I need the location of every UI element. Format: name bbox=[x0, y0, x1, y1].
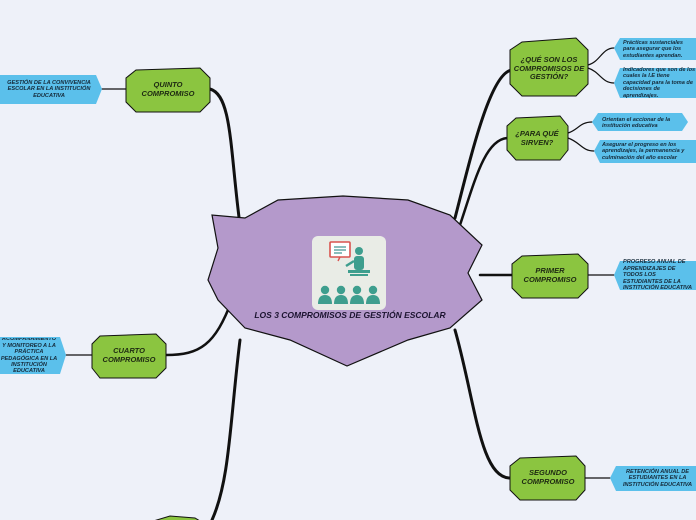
leaf-primer-1-label[interactable]: PROGRESO ANUAL DE APRENDIZAJES DE TODOS … bbox=[623, 259, 693, 292]
leaf-segundo-1-shape[interactable] bbox=[610, 466, 696, 491]
leaf-para-que-1-label[interactable]: Orientan el accionar de la institución e… bbox=[602, 116, 671, 129]
branch-nodes bbox=[91, 37, 589, 520]
central-topic-title: LOS 3 COMPROMISOS DE GESTIÓN ESCOLAR bbox=[254, 310, 446, 320]
leaf-para-que-2-label[interactable]: Asegurar el progreso en los aprendizajes… bbox=[602, 141, 685, 161]
node-cuarto-shape[interactable] bbox=[91, 333, 167, 379]
leaf-cuarto-1-shape[interactable] bbox=[0, 337, 66, 374]
node-para-que-shape[interactable] bbox=[506, 115, 569, 161]
leaf-quinto-1-shape[interactable] bbox=[0, 75, 102, 104]
leaf-que-son-2-label[interactable]: Indicadores que son de los cuales la I.E… bbox=[623, 66, 696, 99]
leaf-que-son-1-shape[interactable] bbox=[614, 38, 696, 60]
branch-para-que-label[interactable]: ¿PARA QUÉ SIRVEN? bbox=[515, 129, 559, 147]
connector-quinto bbox=[208, 87, 242, 227]
connector-leaf-3 bbox=[567, 121, 593, 134]
node-bottom-partial-shape[interactable] bbox=[150, 515, 205, 520]
node-que-son-shape[interactable] bbox=[509, 37, 589, 97]
leaf-para-que-2-shape[interactable] bbox=[594, 140, 696, 163]
classroom-teacher-icon bbox=[312, 236, 386, 310]
connector-bottom bbox=[210, 338, 242, 520]
leaf-que-son-2-shape[interactable] bbox=[614, 68, 696, 98]
branch-cuarto-label[interactable]: CUARTO COMPROMISO bbox=[102, 346, 156, 364]
leaf-que-son-1-label[interactable]: Prácticas sustanciales para asegurar que… bbox=[623, 39, 684, 59]
node-primer-shape[interactable] bbox=[511, 253, 589, 299]
branch-que-son-label[interactable]: ¿QUÉ SON LOS COMPROMISOS DE GESTIÓN? bbox=[513, 55, 585, 82]
leaf-cuarto-1-label[interactable]: ACOMPAÑAMIENTO Y MONITOREO A LA PRÁCTICA… bbox=[0, 338, 58, 373]
leaf-primer-1-shape[interactable] bbox=[614, 261, 696, 290]
branch-primer-label[interactable]: PRIMER COMPROMISO bbox=[523, 266, 577, 284]
connector-que-son bbox=[453, 68, 514, 220]
connector-leaf-2 bbox=[587, 67, 615, 84]
connector-segundo bbox=[453, 328, 512, 480]
connector-leaf-1 bbox=[587, 47, 615, 66]
connector-para-que bbox=[458, 136, 509, 227]
leaf-quinto-1-label[interactable]: GESTIÓN DE LA CONVIVENCIA ESCOLAR EN LA … bbox=[7, 79, 91, 99]
node-segundo-shape[interactable] bbox=[509, 455, 586, 501]
branch-quinto-label[interactable]: QUINTO COMPROMISO bbox=[141, 80, 195, 98]
branch-segundo-label[interactable]: SEGUNDO COMPROMISO bbox=[521, 468, 575, 486]
connectors bbox=[65, 47, 615, 520]
leaf-nodes bbox=[0, 38, 696, 491]
leaf-para-que-1-shape[interactable] bbox=[592, 113, 688, 131]
connector-cuarto bbox=[164, 298, 234, 357]
node-quinto-shape[interactable] bbox=[125, 67, 211, 113]
leaf-segundo-1-label[interactable]: RETENCIÓN ANUAL DE ESTUDIANTES EN LA INS… bbox=[622, 468, 693, 488]
connector-leaf-4 bbox=[567, 137, 595, 152]
